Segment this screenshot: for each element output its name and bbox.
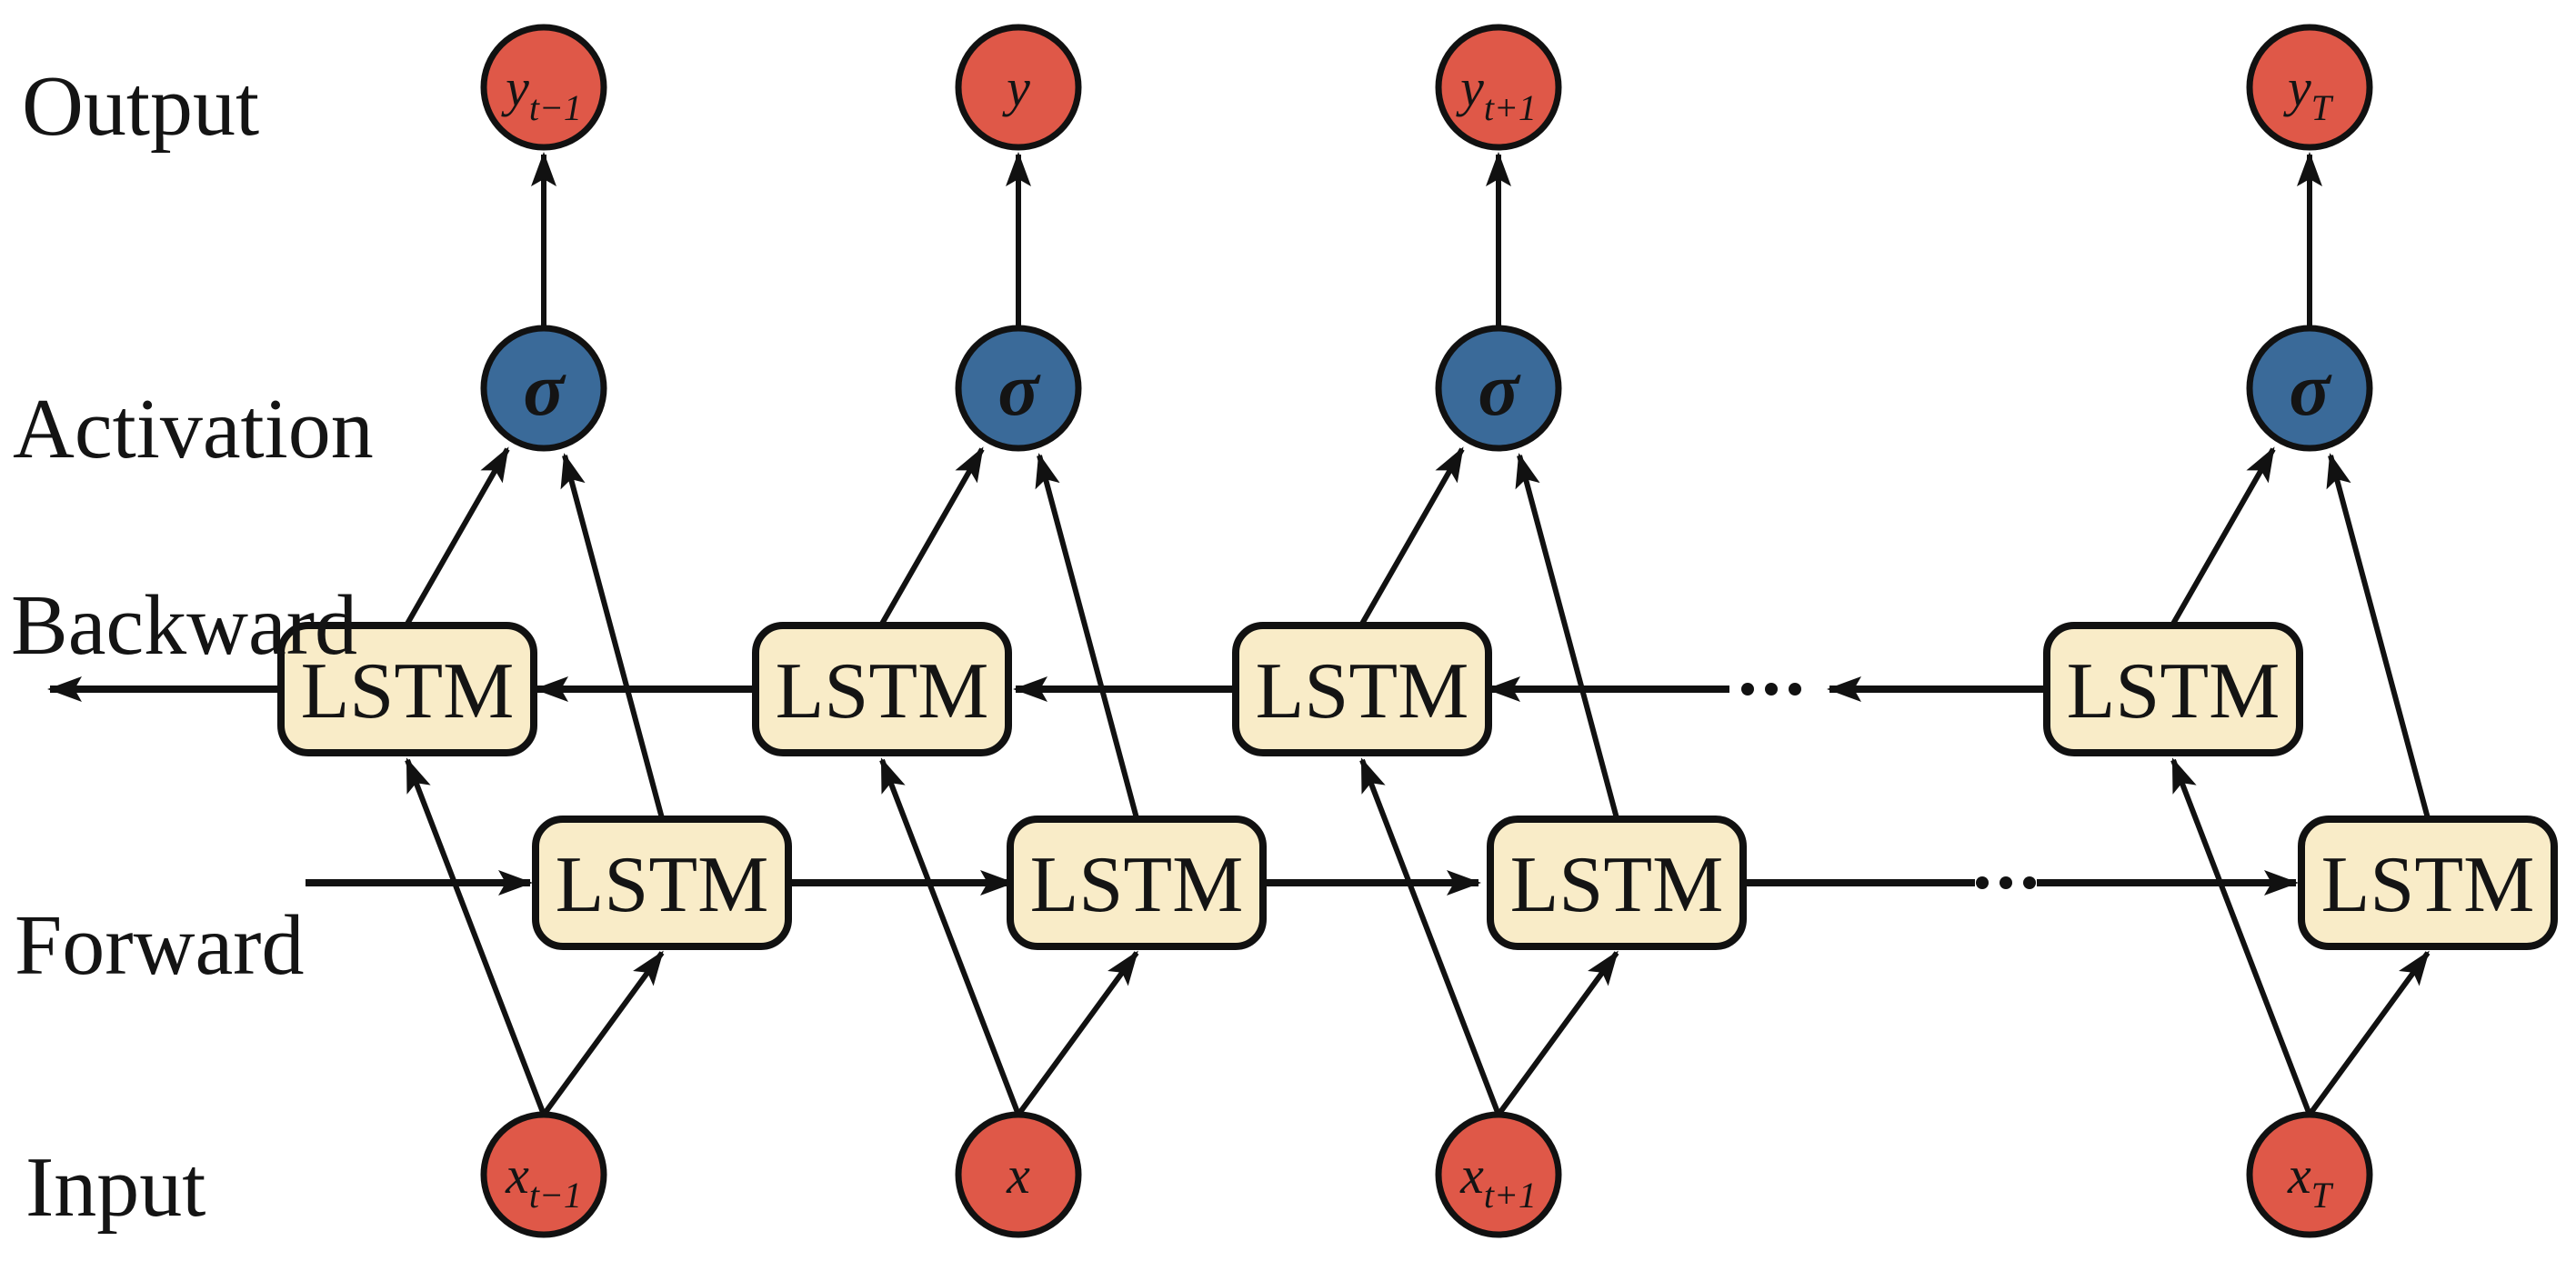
backward-ellipsis-dot-2 bbox=[1789, 683, 1801, 696]
activation-node-1 bbox=[955, 325, 1082, 452]
edge-forward-lstm-to-sigma-0 bbox=[560, 453, 665, 819]
edge-forward-lstm-to-sigma-3 bbox=[2326, 453, 2431, 819]
forward-lstm-label-3: LSTM bbox=[2321, 841, 2535, 929]
backward-lstm-box-0 bbox=[277, 622, 537, 756]
activation-node-3 bbox=[2246, 325, 2373, 452]
edge-backward-lstm-to-sigma-2 bbox=[1359, 446, 1465, 625]
forward-ellipsis-dot-1 bbox=[2000, 876, 2012, 889]
output-node-1 bbox=[955, 24, 1082, 151]
input-node-label-2: xt+1 bbox=[1459, 1146, 1537, 1216]
edge-input-to-backward-lstm-2 bbox=[1359, 757, 1501, 1116]
activation-node-label-1: σ bbox=[997, 347, 1041, 432]
input-node-label-0: xt−1 bbox=[505, 1146, 582, 1216]
backward-ellipsis-dot-0 bbox=[1741, 683, 1754, 696]
forward-lstm-label-1: LSTM bbox=[1030, 841, 1244, 929]
input-node-2 bbox=[1435, 1111, 1562, 1238]
row-label-backward: Backward bbox=[11, 578, 357, 673]
backward-lstm-label-1: LSTM bbox=[776, 647, 989, 736]
activation-node-2 bbox=[1435, 325, 1562, 452]
backward-lstm-box-3 bbox=[2043, 622, 2303, 756]
edge-backward-lstm-to-sigma-1 bbox=[879, 446, 985, 625]
input-node-label-1: x bbox=[1006, 1146, 1030, 1205]
activation-node-label-3: σ bbox=[2289, 347, 2332, 432]
output-node-label-1: y bbox=[1002, 58, 1030, 117]
output-node-label-2: yt+1 bbox=[1456, 58, 1537, 128]
backward-lstm-box-2 bbox=[1232, 622, 1492, 756]
edge-input-to-forward-lstm-1 bbox=[1016, 950, 1139, 1116]
row-label-forward: Forward bbox=[15, 898, 305, 993]
input-node-1 bbox=[955, 1111, 1082, 1238]
forward-lstm-box-3 bbox=[2298, 816, 2558, 950]
row-label-output: Output bbox=[22, 59, 259, 154]
edge-forward-lstm-to-sigma-1 bbox=[1035, 453, 1139, 819]
forward-lstm-label-2: LSTM bbox=[1510, 841, 1724, 929]
output-node-3 bbox=[2246, 24, 2373, 151]
output-node-0 bbox=[480, 24, 607, 151]
edge-input-to-forward-lstm-3 bbox=[2307, 950, 2431, 1116]
edge-input-to-backward-lstm-1 bbox=[879, 757, 1021, 1116]
forward-lstm-box-1 bbox=[1007, 816, 1267, 950]
output-node-2 bbox=[1435, 24, 1562, 151]
edge-input-to-forward-lstm-0 bbox=[541, 950, 665, 1116]
row-label-activation: Activation bbox=[13, 382, 374, 476]
forward-ellipsis-dot-0 bbox=[1976, 876, 1989, 889]
forward-lstm-label-0: LSTM bbox=[556, 841, 769, 929]
backward-lstm-label-0: LSTM bbox=[301, 647, 515, 736]
backward-ellipsis-dot-1 bbox=[1765, 683, 1778, 696]
forward-lstm-box-0 bbox=[532, 816, 792, 950]
output-node-label-3: yT bbox=[2283, 58, 2334, 128]
forward-lstm-box-2 bbox=[1487, 816, 1747, 950]
row-label-input: Input bbox=[25, 1140, 205, 1235]
input-node-label-3: xT bbox=[2287, 1146, 2334, 1216]
output-node-label-0: yt−1 bbox=[501, 58, 582, 128]
forward-ellipsis-dot-2 bbox=[2023, 876, 2036, 889]
edge-forward-lstm-to-sigma-2 bbox=[1515, 453, 1619, 819]
backward-lstm-box-1 bbox=[752, 622, 1012, 756]
input-node-0 bbox=[480, 1111, 607, 1238]
backward-lstm-label-2: LSTM bbox=[1256, 647, 1469, 736]
edge-input-to-backward-lstm-0 bbox=[405, 757, 546, 1116]
edge-input-to-backward-lstm-3 bbox=[2170, 757, 2312, 1116]
activation-node-label-0: σ bbox=[523, 347, 566, 432]
input-node-3 bbox=[2246, 1111, 2373, 1238]
edge-backward-lstm-to-sigma-3 bbox=[2170, 446, 2276, 625]
edge-input-to-forward-lstm-2 bbox=[1496, 950, 1619, 1116]
activation-node-0 bbox=[480, 325, 607, 452]
backward-lstm-label-3: LSTM bbox=[2067, 647, 2280, 736]
activation-node-label-2: σ bbox=[1478, 347, 1521, 432]
edge-backward-lstm-to-sigma-0 bbox=[405, 446, 510, 625]
